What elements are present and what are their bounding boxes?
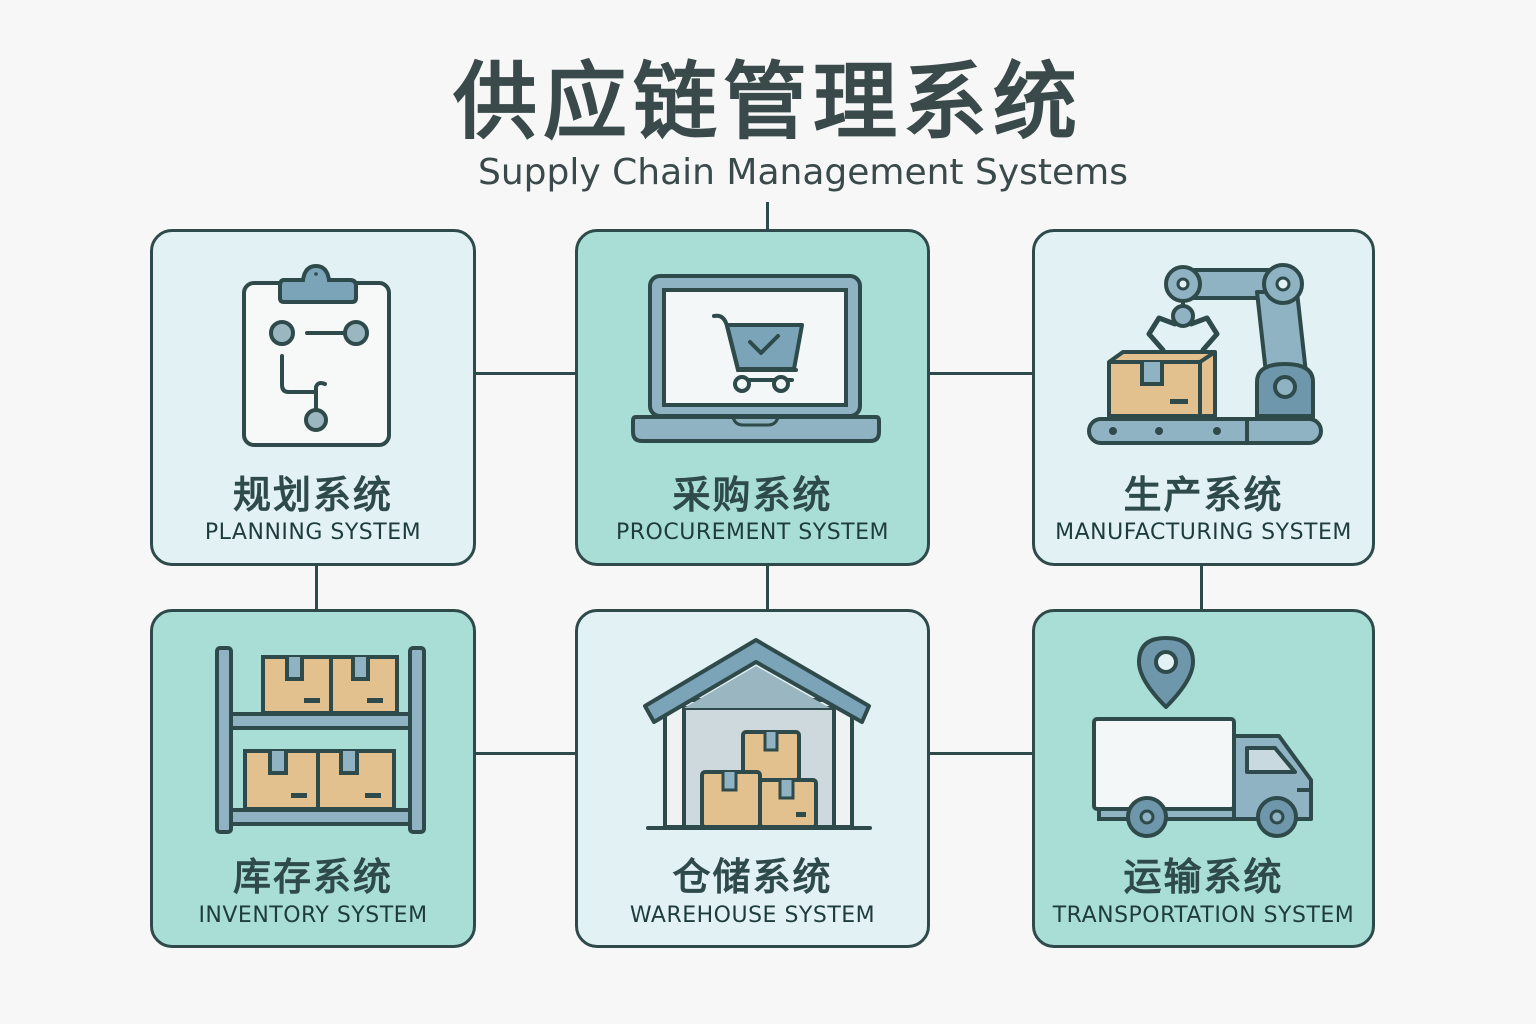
connector-procurement-warehouse [766, 564, 769, 610]
card-label-en: MANUFACTURING SYSTEM [1055, 520, 1352, 545]
truck-location-icon [1092, 636, 1313, 838]
card-label-en: PLANNING SYSTEM [204, 520, 422, 545]
card-label-en: PROCUREMENT SYSTEM [616, 520, 889, 545]
card-label-en: INVENTORY SYSTEM [198, 903, 428, 928]
connector-title-procurement [766, 202, 769, 230]
card-label-en: TRANSPORTATION SYSTEM [1052, 903, 1355, 928]
connector-planning-procurement [474, 372, 576, 375]
page-title-cn: 供应链管理系统 [452, 53, 1083, 151]
card-planning-system[interactable]: 规划系统 PLANNING SYSTEM [150, 229, 476, 566]
card-label-en: WAREHOUSE SYSTEM [629, 903, 876, 928]
card-label-cn: 库存系统 [232, 855, 393, 899]
warehouse-icon [643, 638, 872, 830]
connector-procurement-manufacturing [929, 372, 1033, 375]
page-title-en: Supply Chain Management Systems [478, 152, 1128, 193]
card-label-cn: 仓储系统 [672, 855, 833, 899]
card-label-cn: 采购系统 [672, 473, 833, 517]
card-manufacturing-system[interactable]: 生产系统 MANUFACTURING SYSTEM [1032, 229, 1375, 566]
clipboard-flowchart-icon [242, 263, 391, 447]
connector-warehouse-transportation [929, 752, 1033, 755]
card-warehouse-system[interactable]: 仓储系统 WAREHOUSE SYSTEM [575, 609, 930, 948]
card-label-cn: 运输系统 [1123, 855, 1284, 899]
card-transportation-system[interactable]: 运输系统 TRANSPORTATION SYSTEM [1032, 609, 1375, 948]
connector-planning-inventory [315, 564, 318, 610]
card-label-cn: 规划系统 [232, 473, 393, 517]
shelf-boxes-icon [215, 646, 426, 834]
robot-arm-conveyor-icon [1087, 263, 1323, 445]
card-label-cn: 生产系统 [1123, 473, 1284, 517]
card-procurement-system[interactable]: 采购系统 PROCUREMENT SYSTEM [575, 229, 930, 566]
laptop-cart-icon [631, 274, 881, 443]
connector-manufacturing-transportation [1200, 564, 1203, 610]
card-inventory-system[interactable]: 库存系统 INVENTORY SYSTEM [150, 609, 476, 948]
connector-inventory-warehouse [474, 752, 576, 755]
